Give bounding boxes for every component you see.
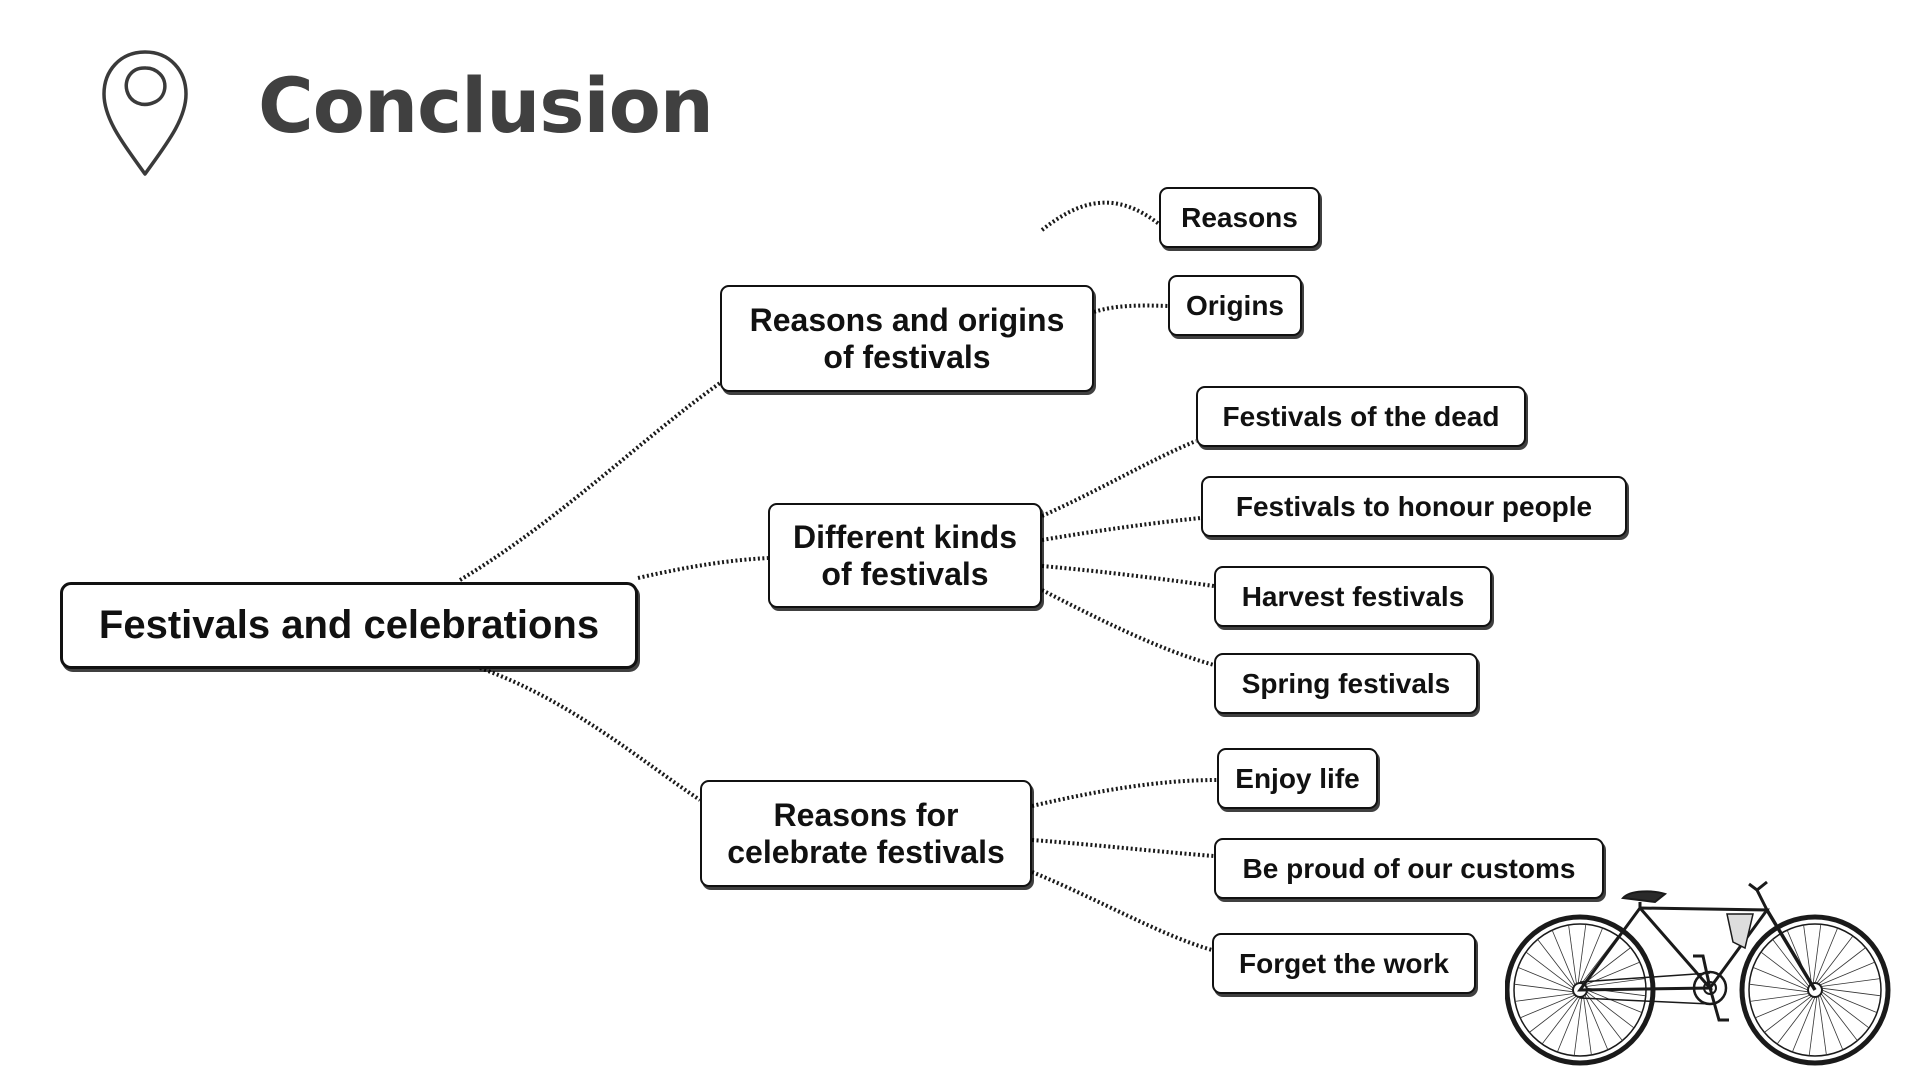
connector-line <box>1093 303 1169 314</box>
connector-line <box>1031 778 1218 808</box>
connector-line <box>1041 564 1215 588</box>
leaf-node-label: Spring festivals <box>1241 667 1451 699</box>
leaf-node-festivals-to-honour-people: Festivals to honour people <box>1201 476 1627 537</box>
leaf-node-enjoy-life: Enjoy life <box>1217 748 1378 809</box>
leaf-node-forget-the-work: Forget the work <box>1212 933 1476 994</box>
branch-label-line: of festivals <box>821 555 989 592</box>
branch-label-line: celebrate festivals <box>727 833 1005 870</box>
branch-node-label: Reasons for celebrate festivals <box>727 797 1005 871</box>
leaf-node-label: Festivals to honour people <box>1235 490 1593 522</box>
leaf-node-festivals-of-the-dead: Festivals of the dead <box>1196 386 1526 447</box>
root-node-label: Festivals and celebrations <box>98 603 600 647</box>
root-node: Festivals and celebrations <box>60 582 638 669</box>
branch-node-reasons-for-celebrate: Reasons for celebrate festivals <box>700 780 1032 887</box>
connector-line <box>1041 588 1215 667</box>
slide-header: Conclusion <box>0 0 800 190</box>
leaf-node-reasons: Reasons <box>1159 187 1320 248</box>
connector-line <box>1041 439 1197 518</box>
leaf-node-label: Reasons <box>1181 201 1298 233</box>
map-pin-icon <box>102 50 188 176</box>
branch-label-line: Different kinds <box>792 518 1018 555</box>
page-title: Conclusion <box>258 61 714 150</box>
connector-line <box>1041 516 1202 542</box>
leaf-node-origins: Origins <box>1168 275 1302 336</box>
leaf-node-label: Enjoy life <box>1235 762 1360 794</box>
leaf-node-label: Be proud of our customs <box>1242 852 1576 884</box>
connector-line <box>637 556 769 580</box>
connector-line <box>1031 838 1215 858</box>
leaf-node-label: Festivals of the dead <box>1222 400 1500 432</box>
leaf-node-spring-festivals: Spring festivals <box>1214 653 1478 714</box>
connector-line <box>1031 870 1213 952</box>
branch-node-reasons-and-origins: Reasons and origins of festivals <box>720 285 1094 392</box>
leaf-node-label: Forget the work <box>1238 947 1449 979</box>
leaf-node-label: Harvest festivals <box>1241 580 1465 612</box>
bicycle-illustration <box>1505 880 1891 1066</box>
branch-label-line: of festivals <box>823 338 991 375</box>
branch-node-label: Different kinds of festivals <box>793 519 1017 593</box>
branch-label-line: Reasons for <box>773 796 959 833</box>
leaf-node-label: Origins <box>1185 289 1284 321</box>
leaf-node-be-proud-of-our-customs: Be proud of our customs <box>1214 838 1604 899</box>
connector-line <box>1040 200 1161 232</box>
connector-line <box>479 666 702 802</box>
leaf-node-harvest-festivals: Harvest festivals <box>1214 566 1492 627</box>
branch-node-label: Reasons and origins of festivals <box>750 302 1065 376</box>
connector-line <box>458 381 722 582</box>
branch-label-line: Reasons and origins <box>749 301 1065 338</box>
branch-node-different-kinds: Different kinds of festivals <box>768 503 1042 608</box>
